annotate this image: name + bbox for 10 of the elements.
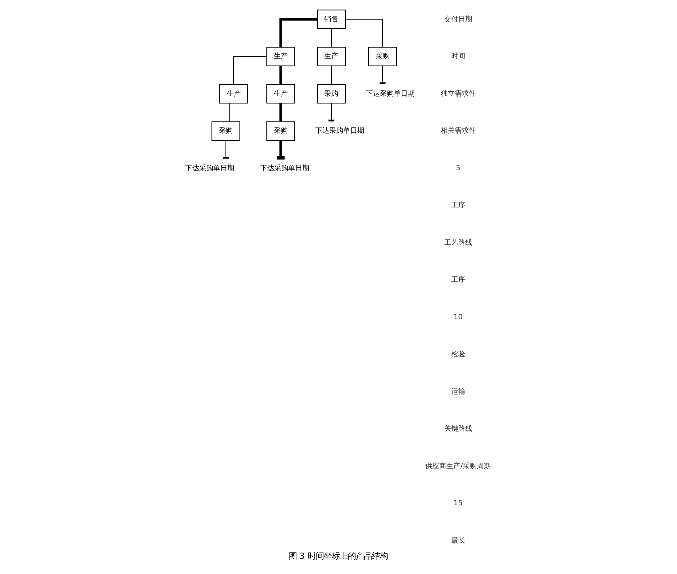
caption: 图 3 时间坐标上的产品结构	[289, 551, 388, 562]
connector	[345, 19, 384, 48]
connector	[331, 66, 332, 85]
connector	[331, 28, 332, 48]
connector	[280, 18, 318, 48]
connector	[280, 66, 282, 85]
connector	[223, 140, 230, 160]
connector	[280, 103, 282, 122]
connector	[233, 56, 268, 86]
connector	[277, 140, 285, 160]
